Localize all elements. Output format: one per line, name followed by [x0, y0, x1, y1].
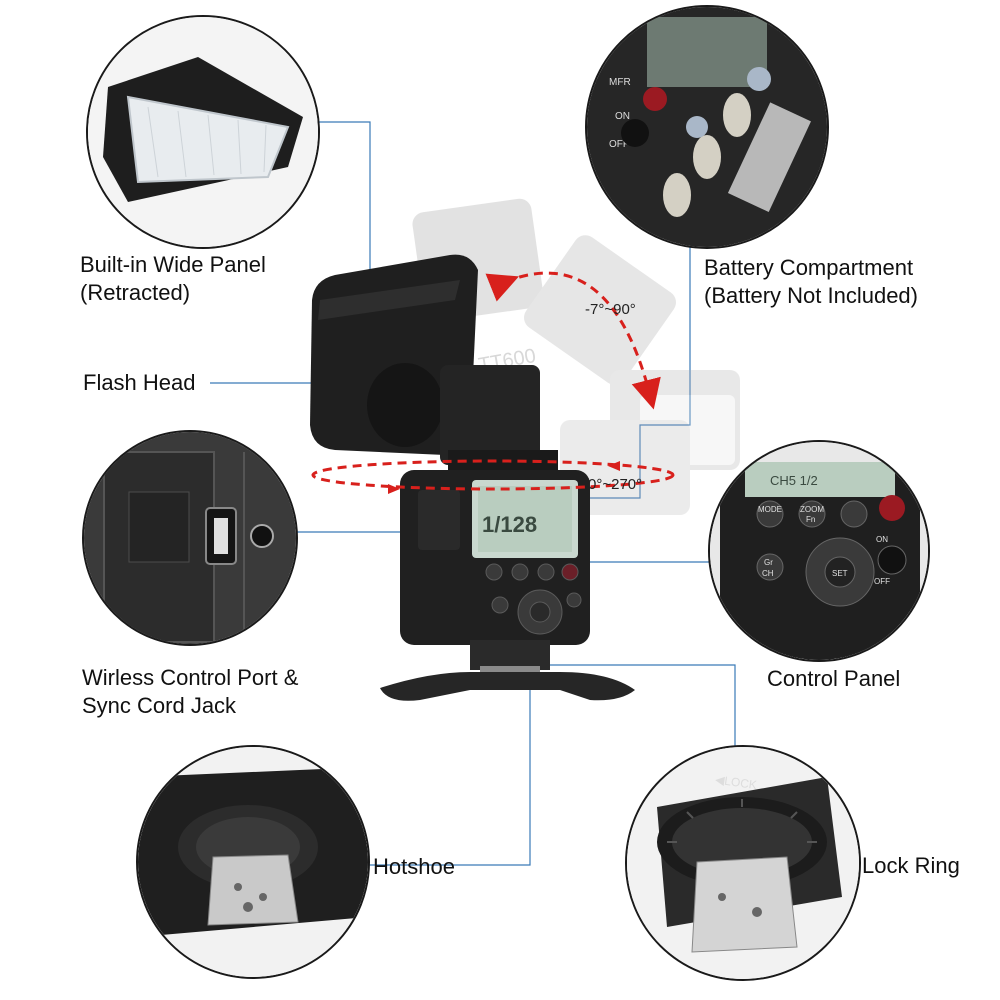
vertical-rotation-arrow	[485, 271, 661, 410]
leader-wide-panel	[318, 121, 371, 272]
control-mode-label: MODE	[758, 505, 782, 514]
control-off-label: OFF	[874, 577, 890, 586]
control-set-label: SET	[832, 569, 848, 578]
battery-image: MFR ON OFF	[587, 7, 827, 247]
control-zoom-label: ZOOM	[800, 505, 824, 514]
closeup-hotshoe	[136, 745, 370, 979]
control-gr-label: Gr	[764, 558, 773, 567]
control-lcd: CH5 1/2	[770, 473, 818, 488]
lcd-value: 1/128	[482, 512, 537, 537]
leader-battery	[568, 245, 691, 499]
label-lock-ring: Lock Ring	[862, 853, 960, 878]
closeup-lock-ring: ◀LOCK	[625, 745, 861, 981]
flash-foot	[380, 640, 635, 701]
label-flash-head: Flash Head	[83, 370, 196, 395]
battery-off-label: OFF	[609, 139, 629, 150]
closeup-control-panel: CH5 1/2 MODE ZOOM Fn Gr CH SET ON OFF	[708, 440, 930, 662]
label-wide-panel: Built-in Wide Panel (Retracted)	[80, 252, 266, 305]
closeup-wireless-port	[82, 430, 298, 646]
horizontal-rotation-arrow	[311, 459, 675, 491]
battery-on-label: ON	[615, 111, 630, 122]
horizontal-angle-label: 0°~270°	[588, 476, 643, 493]
lock-ring-image: ◀LOCK	[627, 747, 859, 979]
wide-panel-image	[88, 17, 318, 247]
leader-hotshoe	[362, 665, 531, 866]
label-battery: Battery Compartment (Battery Not Include…	[704, 255, 918, 308]
flash-body: 1/128	[400, 470, 590, 645]
vertical-angle-label: -7°~90°	[585, 301, 636, 318]
flash-head-body: TT600	[310, 254, 540, 465]
wireless-port-image	[84, 432, 296, 644]
closeup-wide-panel	[86, 15, 320, 249]
label-control-panel: Control Panel	[767, 666, 901, 691]
label-hotshoe: Hotshoe	[373, 854, 455, 879]
control-fn-label: Fn	[806, 515, 815, 524]
closeup-battery: MFR ON OFF	[585, 5, 829, 249]
control-on-label: ON	[876, 535, 888, 544]
control-panel-image: CH5 1/2 MODE ZOOM Fn Gr CH SET ON OFF	[710, 442, 928, 660]
lock-ring-text: ◀LOCK	[714, 772, 757, 792]
hotshoe-image	[138, 747, 368, 977]
battery-mode-label: MFR	[609, 77, 631, 88]
control-ch-label: CH	[762, 569, 774, 578]
leader-lock-ring	[540, 664, 736, 750]
label-wireless-port: Wirless Control Port & Sync Cord Jack	[82, 665, 299, 718]
